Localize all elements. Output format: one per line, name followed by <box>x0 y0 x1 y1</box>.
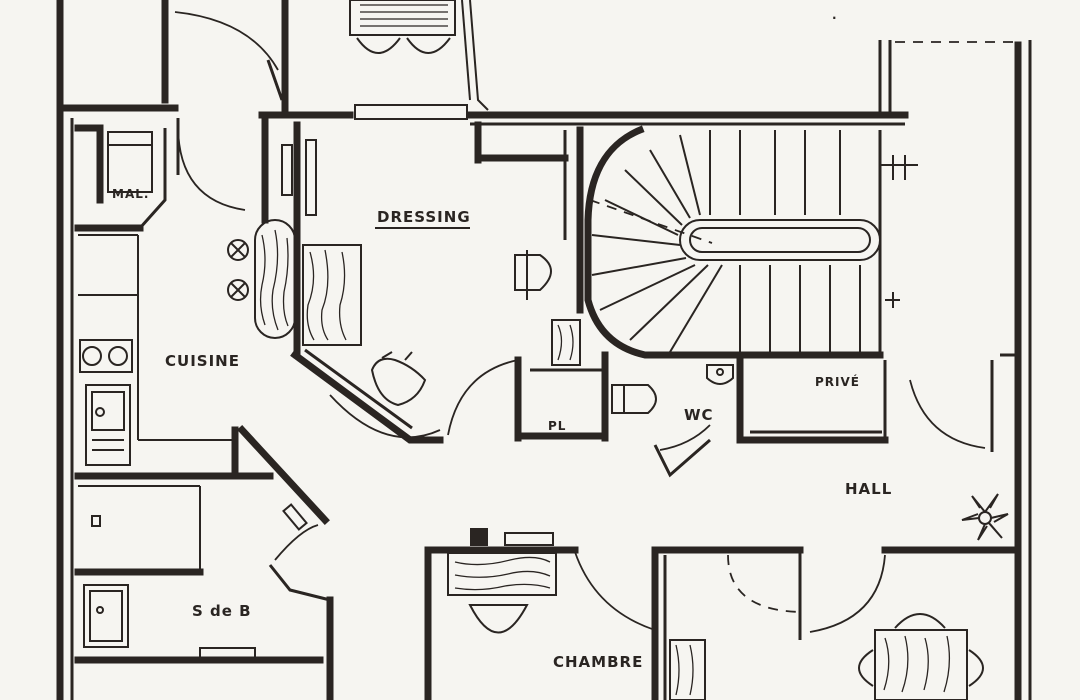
mal-closet <box>74 124 167 232</box>
bathroom-walls <box>74 426 334 700</box>
room-label-sdeb: S de B <box>192 602 252 620</box>
prive-door-swing <box>909 379 986 449</box>
upper-door-leaf <box>266 59 284 101</box>
wc-toilet <box>611 364 734 414</box>
service-rooms-walls <box>514 319 889 444</box>
chambre-desk <box>447 552 557 634</box>
dining-door-swing <box>809 554 886 633</box>
wc-door-leaf <box>653 438 711 478</box>
dining-table <box>858 613 984 700</box>
kitchen-counter <box>78 234 235 466</box>
room-label-mal: MAL. <box>112 187 149 201</box>
room-label-wc: WC <box>684 406 714 424</box>
staircase <box>576 125 918 359</box>
chambre-walls <box>424 528 1022 700</box>
adjacent-door-swing <box>727 554 801 613</box>
wc-door-swing <box>659 424 711 451</box>
storage-walls <box>474 121 569 240</box>
room-label-prive: PRIVÉ <box>815 374 860 389</box>
upper-table <box>349 0 456 54</box>
pen-mark: · <box>832 11 838 25</box>
room-label-chambre: CHAMBRE <box>553 653 643 671</box>
dressing-cabinet <box>302 244 362 346</box>
upper-door-swing <box>174 11 279 71</box>
room-label-hall: HALL <box>845 480 892 498</box>
room-label-cuisine: CUISINE <box>165 352 240 370</box>
dressing-chair <box>370 351 427 407</box>
dressing-door-swing <box>329 394 441 439</box>
kitchen-door-swing <box>177 124 246 211</box>
kitchen-stools <box>227 239 249 301</box>
dressing-walls <box>261 111 444 444</box>
room-label-dressing: DRESSING <box>377 208 471 226</box>
room-label-pl: PL <box>548 419 566 433</box>
chambre-wardrobe <box>669 639 706 700</box>
exterior-walls <box>56 0 1032 700</box>
kitchen-bar-table <box>254 219 296 339</box>
dressing-seat <box>514 250 552 300</box>
hall-door-swing-1 <box>447 359 519 436</box>
bathroom-door <box>237 425 331 602</box>
hall-plant <box>961 493 1009 541</box>
chambre-door-swing <box>574 551 656 631</box>
